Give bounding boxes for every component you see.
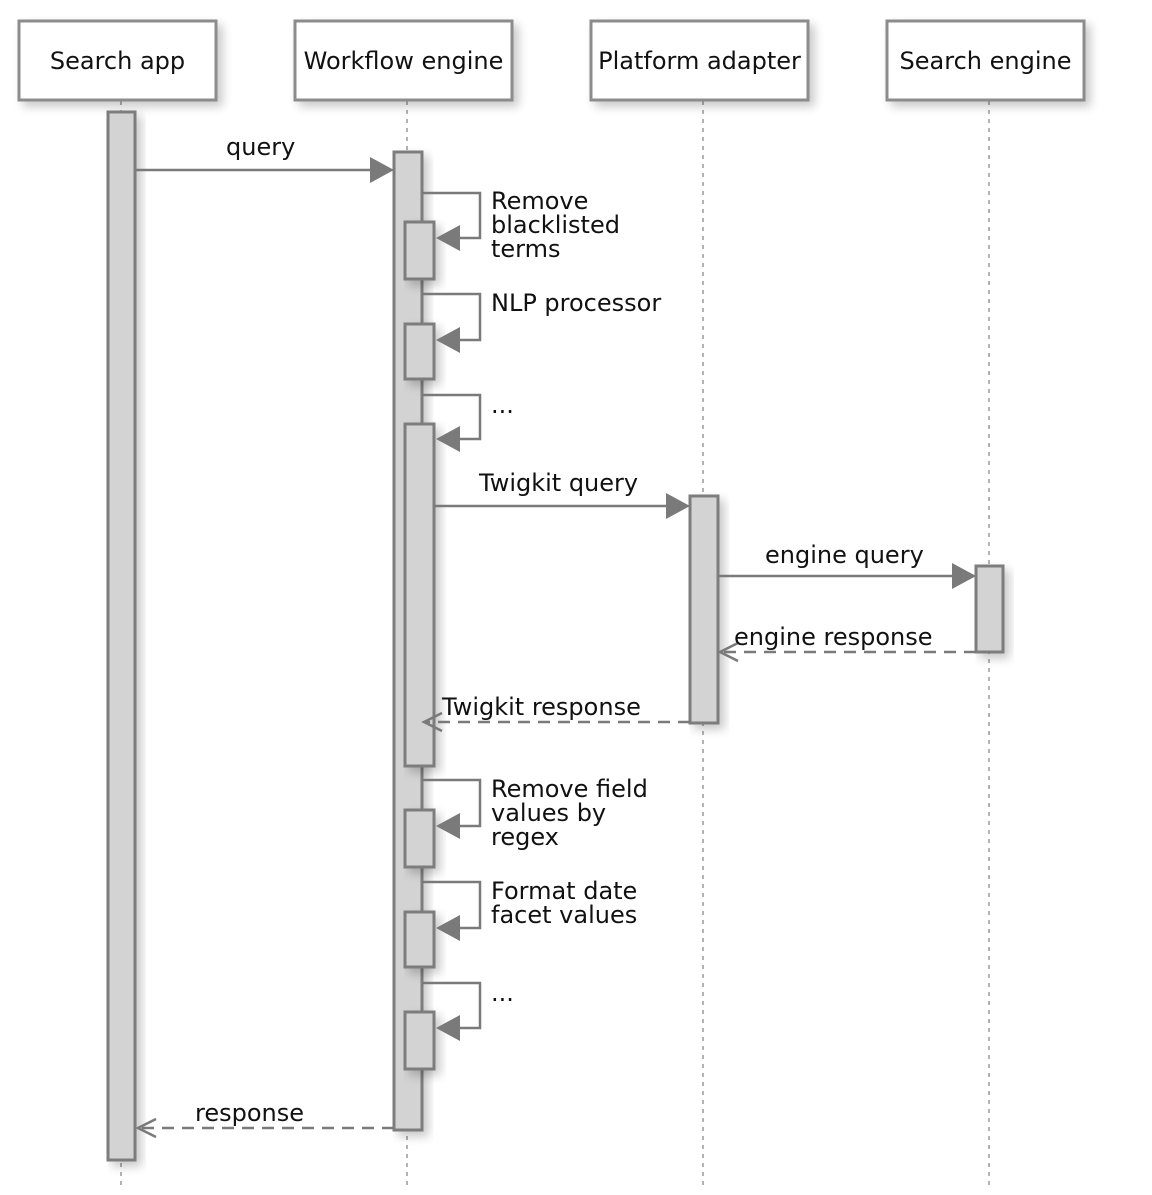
self-message-2-arrowhead xyxy=(436,327,460,353)
activation-platform-adapter xyxy=(688,494,720,725)
self-message-6-loop xyxy=(422,981,482,1030)
activation-workflow-engine-step-4 xyxy=(403,808,436,869)
message-twigkit-response-arrowhead xyxy=(421,711,443,733)
self-message-1-line-3: terms xyxy=(491,235,561,263)
self-message-2-label: NLP processor xyxy=(491,289,661,317)
self-message-4-line-2: values by xyxy=(491,799,606,827)
self-message-1-line-1: Remove xyxy=(491,187,588,215)
self-message-3-arrowhead xyxy=(436,426,460,452)
self-message-5-label: Format date facet values xyxy=(491,877,645,929)
self-message-4-label: Remove field values by regex xyxy=(491,775,655,851)
self-message-2-loop xyxy=(422,292,482,342)
activation-workflow-engine-step-5 xyxy=(403,910,436,969)
self-message-3-loop xyxy=(422,393,482,441)
message-twigkit-query-arrowhead xyxy=(666,493,690,519)
self-message-4-loop xyxy=(422,778,482,828)
self-message-4-line-1: Remove field xyxy=(491,775,648,803)
self-message-6-label: ... xyxy=(491,979,514,1007)
activation-search-app xyxy=(106,110,137,1162)
message-query-arrowhead xyxy=(370,157,394,183)
self-message-4-line-3: regex xyxy=(491,823,559,851)
message-response: response xyxy=(135,1099,394,1139)
participant-label-platform-adapter: Platform adapter xyxy=(598,47,801,75)
message-response-label: response xyxy=(195,1099,304,1127)
message-engine-response-arrowhead xyxy=(717,641,739,663)
message-query: query xyxy=(135,133,394,183)
activation-workflow-engine-step-2 xyxy=(403,322,436,381)
self-message-remove-field-values: Remove field values by regex xyxy=(422,775,655,851)
activation-search-engine xyxy=(974,564,1005,654)
self-message-5-loop xyxy=(422,880,482,930)
message-engine-response-label: engine response xyxy=(734,623,933,651)
participant-platform-adapter: Platform adapter xyxy=(589,19,810,102)
self-message-5-line-2: facet values xyxy=(491,901,637,929)
self-message-1-arrowhead xyxy=(436,225,460,251)
message-response-arrowhead xyxy=(135,1117,157,1139)
self-message-format-date-facet-values: Format date facet values xyxy=(422,877,645,941)
self-message-nlp-processor: NLP processor xyxy=(422,289,661,353)
message-twigkit-query: Twigkit query xyxy=(434,469,690,519)
activation-workflow-engine-step-6 xyxy=(403,1010,436,1071)
self-message-remove-blacklisted-terms: Remove blacklisted terms xyxy=(422,187,628,263)
self-message-ellipsis-2: ... xyxy=(422,979,514,1041)
participant-label-search-app: Search app xyxy=(50,47,185,75)
self-message-1-line-2: blacklisted xyxy=(491,211,620,239)
self-message-5-line-1: Format date xyxy=(491,877,637,905)
participant-label-search-engine: Search engine xyxy=(900,47,1072,75)
self-message-ellipsis-1: ... xyxy=(422,391,514,452)
participants: Search app Workflow engine Platform adap… xyxy=(17,19,1086,102)
self-message-1-label: Remove blacklisted terms xyxy=(491,187,628,263)
self-message-6-arrowhead xyxy=(436,1015,460,1041)
message-twigkit-response-label: Twigkit response xyxy=(441,693,641,721)
self-message-3-label: ... xyxy=(491,391,514,419)
self-message-1-loop xyxy=(422,191,482,240)
activation-workflow-engine-step-3 xyxy=(403,422,436,768)
participant-workflow-engine: Workflow engine xyxy=(293,19,514,102)
participant-label-workflow-engine: Workflow engine xyxy=(304,47,504,75)
activation-bars xyxy=(106,110,1005,1162)
message-engine-query-arrowhead xyxy=(952,563,976,589)
message-query-label: query xyxy=(226,133,295,161)
message-engine-response: engine response xyxy=(717,623,976,663)
self-message-4-arrowhead xyxy=(436,813,460,839)
message-twigkit-query-label: Twigkit query xyxy=(478,469,638,497)
activation-workflow-engine-step-1 xyxy=(403,220,436,281)
self-message-5-arrowhead xyxy=(436,915,460,941)
participant-search-app: Search app xyxy=(17,19,218,102)
message-engine-query: engine query xyxy=(718,541,976,589)
message-engine-query-label: engine query xyxy=(765,541,924,569)
message-twigkit-response: Twigkit response xyxy=(421,693,690,733)
participant-search-engine: Search engine xyxy=(885,19,1086,102)
